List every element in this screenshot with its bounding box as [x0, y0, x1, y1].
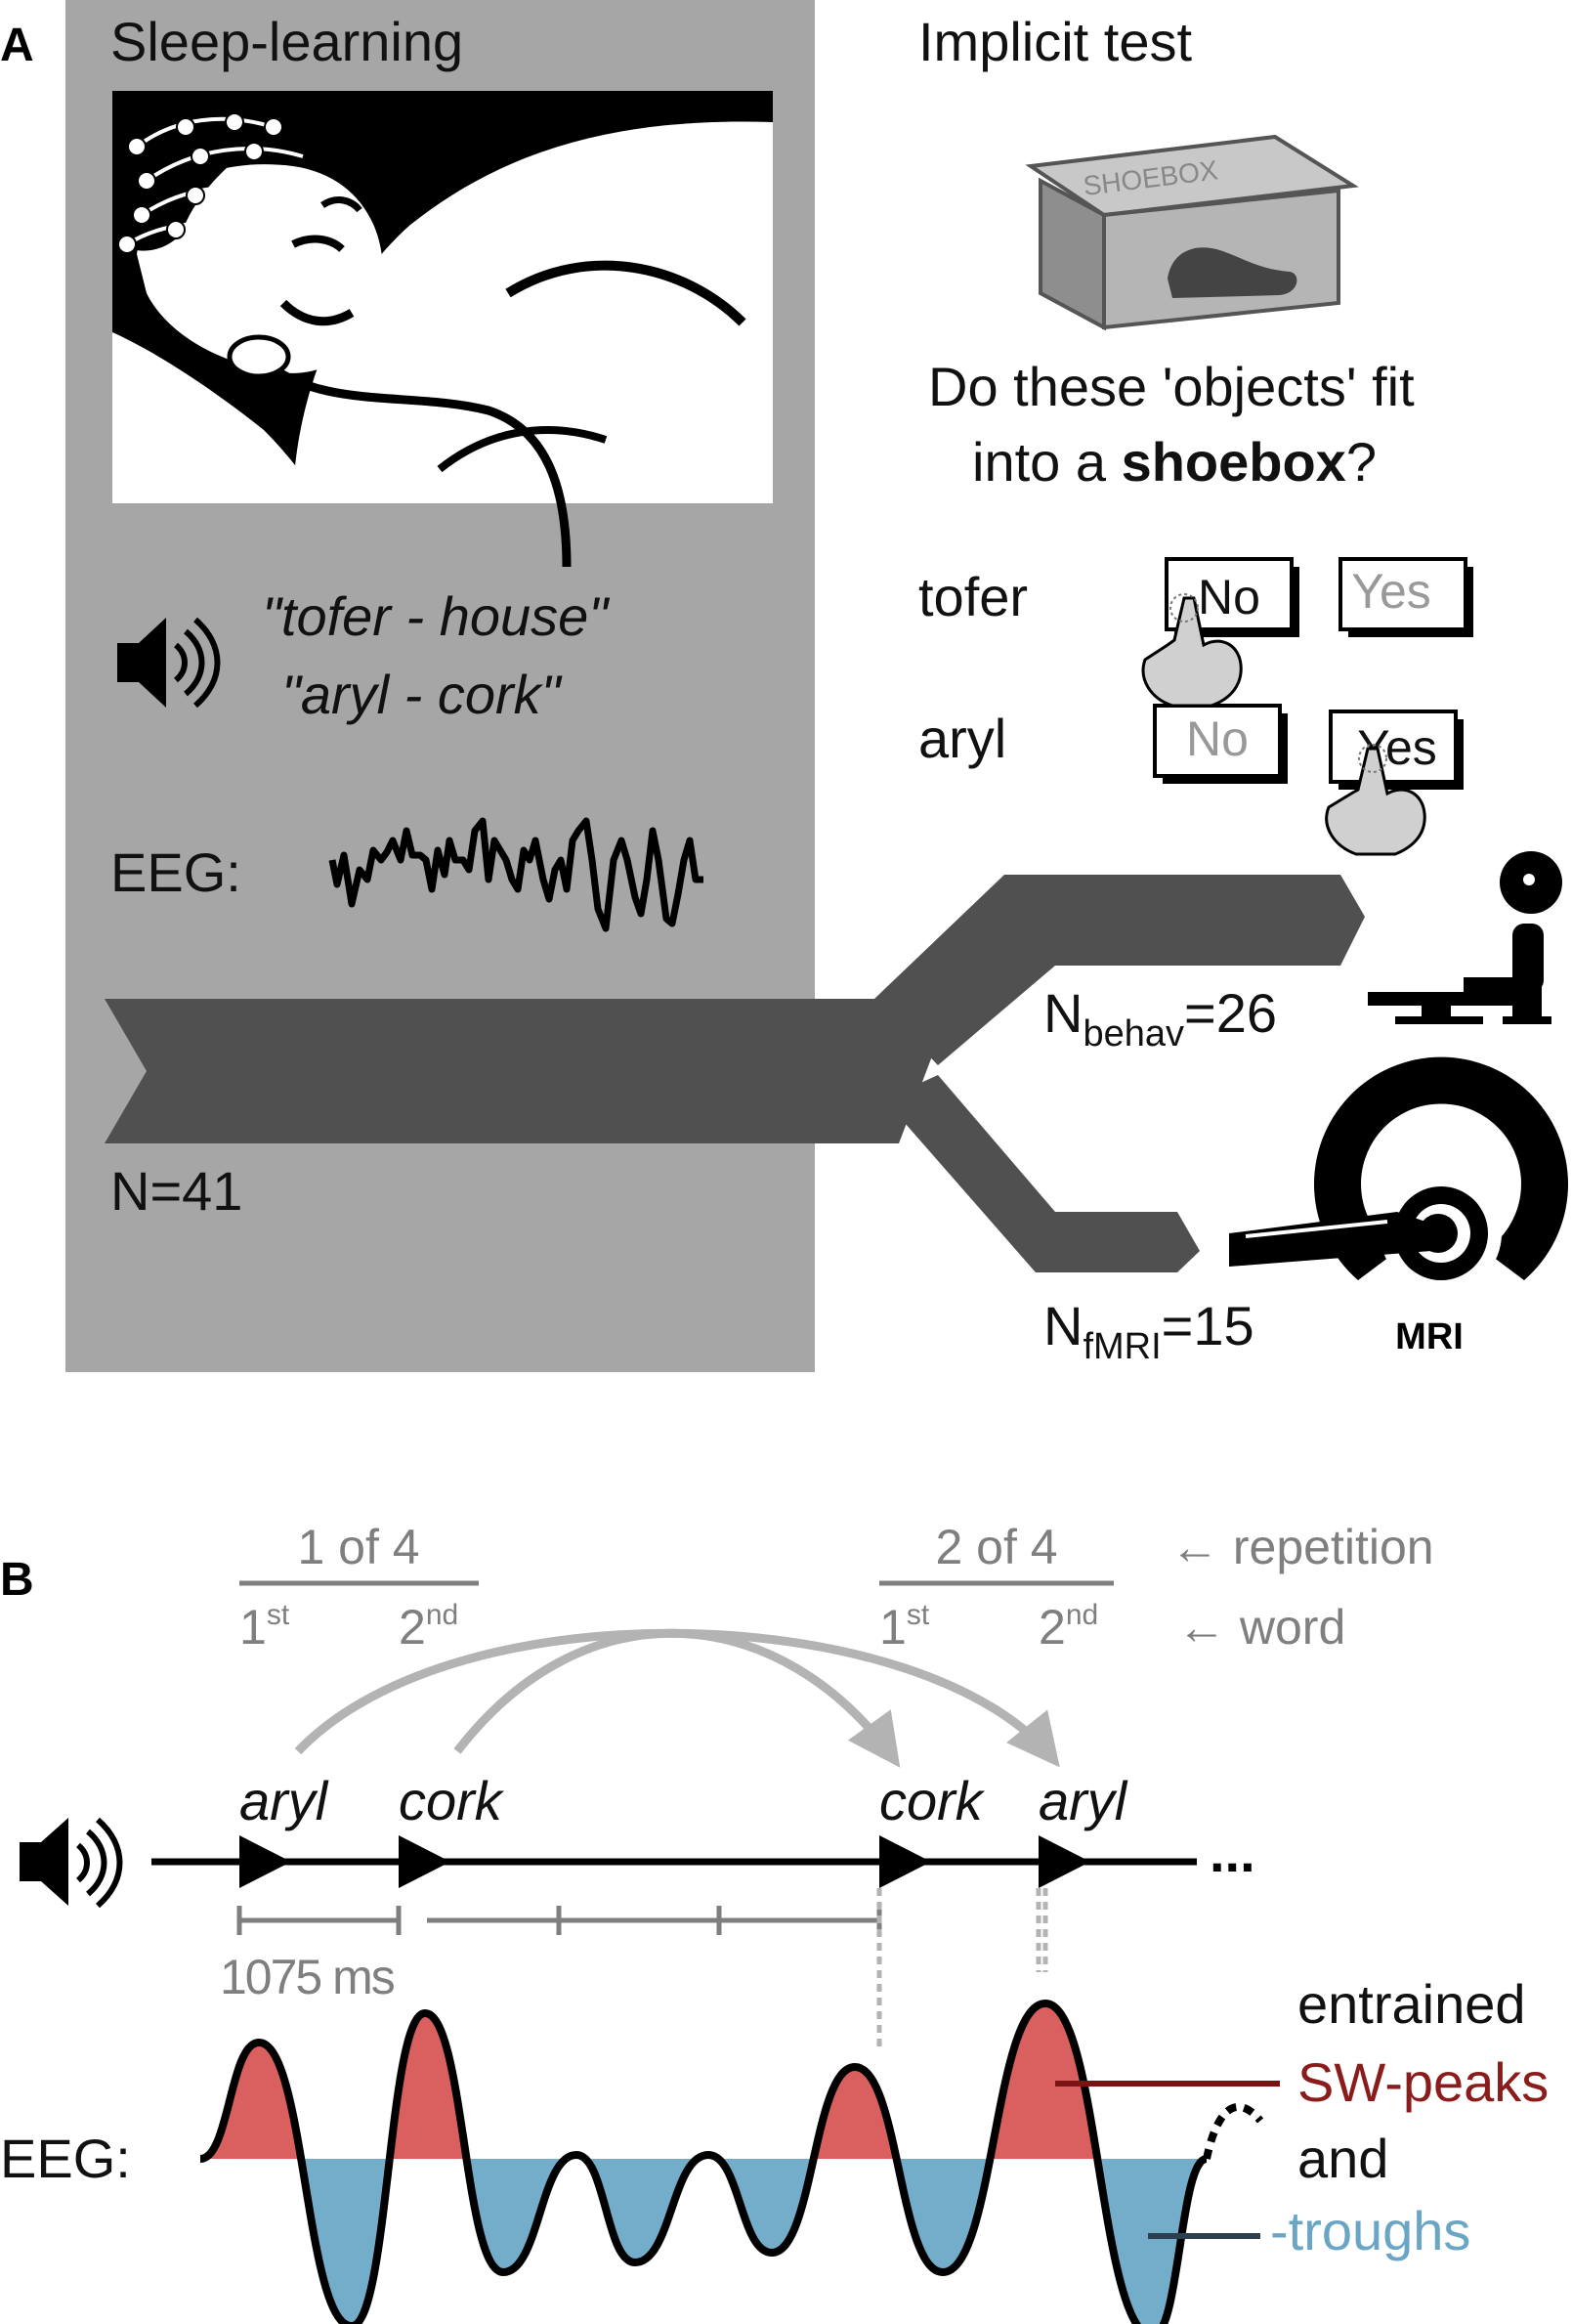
word-cork-2: cork [879, 1770, 986, 1831]
tofer-no-label: No [1198, 570, 1260, 624]
stimulus-pair-2: "aryl - cork" [281, 664, 563, 725]
word-aryl-1: aryl [239, 1770, 329, 1831]
timeline-ellipsis: ... [1210, 1822, 1255, 1883]
interval-ruler [236, 1906, 882, 1935]
aryl-no-label: No [1186, 711, 1249, 766]
repetition-legend: ← repetition [1170, 1520, 1434, 1574]
speaker-icon [117, 617, 221, 709]
eeg-label-a: EEG: [110, 841, 241, 903]
ordinal-2b-number: 2 [1039, 1600, 1066, 1655]
sleeping-person-illustration [112, 91, 773, 568]
word-cork-1: cork [399, 1770, 505, 1831]
n-fmri-value: =15 [1162, 1295, 1254, 1356]
aryl-no-button[interactable]: No [1153, 704, 1288, 784]
ordinal-2a-number: 2 [399, 1600, 426, 1655]
repetition-1-label: 1 of 4 [297, 1520, 419, 1574]
interval-label: 1075 ms [220, 1950, 395, 2004]
onset-marker [879, 1835, 931, 1888]
sw-peaks-fill [200, 2003, 1207, 2159]
trial-word-tofer: tofer [918, 566, 1028, 627]
panel-b-letter: B [0, 1554, 34, 1606]
pointing-hand-icon [1325, 744, 1426, 856]
eeg-wave-line [198, 2000, 1209, 2324]
aryl-yes-button[interactable]: Yes [1329, 710, 1464, 790]
sleep-learning-title: Sleep-learning [110, 11, 463, 72]
n-fmri-prefix: N [1043, 1295, 1083, 1356]
ordinal-2b-suffix: nd [1066, 1599, 1098, 1631]
n-total-label: N=41 [110, 1160, 242, 1222]
ordinal-1a-number: 1 [239, 1600, 267, 1655]
speaker-icon [20, 1817, 123, 1909]
repetition-2-label: 2 of 4 [935, 1520, 1057, 1574]
seated-person-icon [1368, 851, 1562, 1024]
word-legend: ← word [1177, 1600, 1345, 1655]
mri-scanner-icon [1229, 1056, 1568, 1294]
word-ordinal-1a: 1st [239, 1599, 290, 1655]
question-line-2-start: into a [972, 431, 1122, 493]
pointing-hand-icon [1141, 593, 1243, 708]
n-behav-prefix: N [1043, 982, 1083, 1044]
n-behav-label: Nbehav=26 [1043, 982, 1277, 1054]
shoebox-icon: SHOEBOX [1025, 134, 1359, 331]
word-ordinal-1b: 1st [879, 1599, 930, 1655]
legend-entrained: entrained [1297, 1973, 1526, 2035]
ordinal-1b-number: 1 [879, 1600, 907, 1655]
legend-and: and [1297, 2128, 1388, 2189]
question-line-2: into a shoebox? [972, 431, 1377, 493]
onset-marker [399, 1835, 450, 1888]
ordinal-1a-suffix: st [267, 1599, 290, 1631]
n-fmri-subscript: fMRI [1083, 1326, 1161, 1367]
implicit-test-title: Implicit test [918, 11, 1192, 72]
ordinal-2a-suffix: nd [426, 1599, 458, 1631]
ordinal-1b-suffix: st [907, 1599, 930, 1631]
question-shoebox-word: shoebox [1122, 431, 1346, 493]
word-onset-markers [239, 1835, 1090, 1888]
stimulus-pair-1: "tofer - house" [262, 585, 610, 647]
n-behav-subscript: behav [1083, 1013, 1184, 1054]
word-ordinal-2b: 2nd [1039, 1599, 1098, 1655]
repeat-arc-cork [453, 1628, 901, 1768]
eeg-wave-continuation [1203, 2103, 1264, 2160]
eeg-trace-b [198, 2000, 1264, 2324]
sw-troughs-fill [200, 2159, 1207, 2324]
tofer-yes-button[interactable]: Yes [1338, 557, 1473, 637]
word-aryl-2: aryl [1039, 1770, 1128, 1831]
onset-marker [1039, 1835, 1090, 1888]
eeg-label-b: EEG: [0, 2128, 131, 2189]
question-line-1: Do these 'objects' fit [928, 356, 1415, 417]
group-split-arrow [105, 875, 1365, 1272]
trial-word-aryl: aryl [918, 708, 1006, 769]
eeg-trace-a [328, 817, 703, 932]
legend-sw-troughs: -troughs [1270, 2200, 1470, 2261]
word-ordinal-2a: 2nd [399, 1599, 458, 1655]
question-mark: ? [1346, 431, 1377, 493]
tofer-yes-label: Yes [1351, 564, 1431, 619]
n-behav-value: =26 [1184, 982, 1277, 1044]
onset-marker [239, 1835, 291, 1888]
legend-sw-peaks: SW-peaks [1297, 2051, 1549, 2113]
mri-label: MRI [1395, 1316, 1464, 1357]
n-fmri-label: NfMRI=15 [1043, 1295, 1254, 1367]
panel-a-letter: A [0, 20, 34, 71]
